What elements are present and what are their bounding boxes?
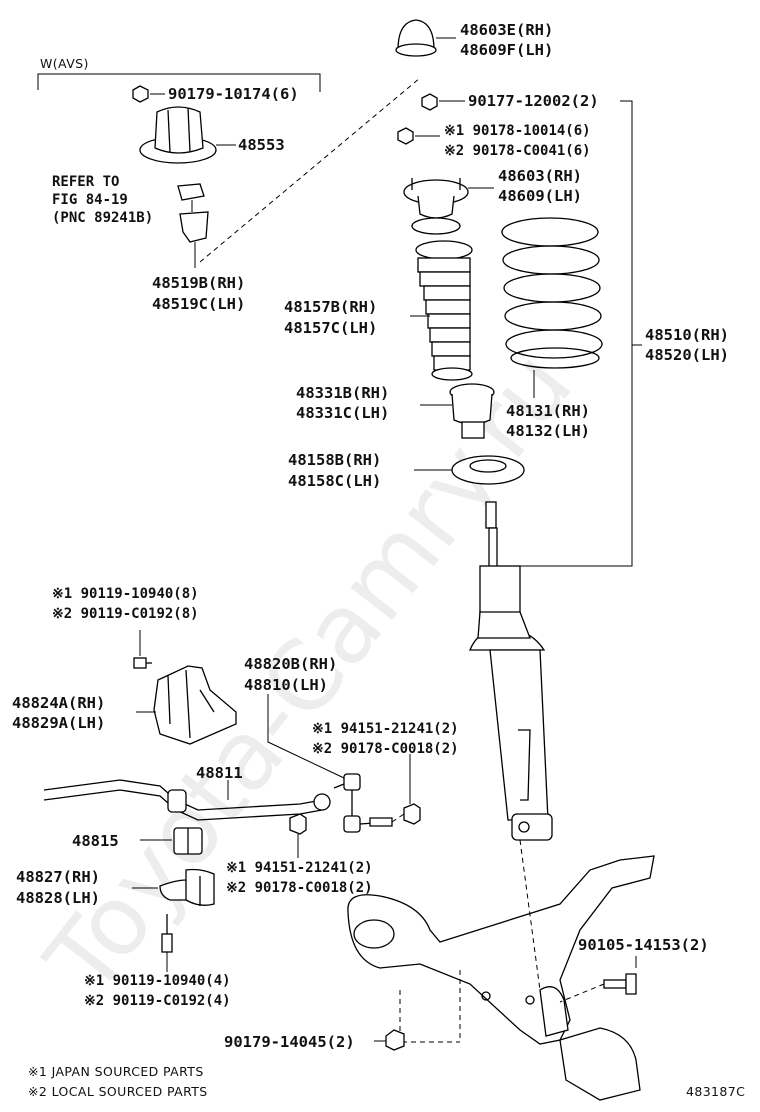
label-90119-10940-bottom[interactable]: ※1 90119-10940(4): [84, 973, 231, 989]
part-90119-10940-bolt-bottom[interactable]: [161, 914, 173, 972]
part-lower-arm[interactable]: [347, 839, 655, 1101]
w-avs-group: W(AVS): [37, 56, 321, 92]
part-48519-bracket[interactable]: [177, 183, 209, 268]
part-94151-nut-lower[interactable]: [289, 813, 307, 858]
label-48158C[interactable]: 48158C(LH): [288, 472, 381, 490]
part-94151-nut-upper[interactable]: [403, 754, 421, 825]
part-90179-10174-nut[interactable]: [132, 85, 165, 103]
part-90178-10014-nut[interactable]: [397, 127, 440, 145]
label-48603E[interactable]: 48603E(RH): [460, 21, 553, 39]
label-48609[interactable]: 48609(LH): [498, 187, 582, 205]
label-48827[interactable]: 48827(RH): [16, 868, 100, 886]
label-90177-12002[interactable]: 90177-12002(2): [468, 92, 599, 110]
refer-note: REFER TO FIG 84-19 (PNC 89241B): [52, 174, 153, 226]
bracket-48510: [500, 100, 633, 567]
label-48131[interactable]: 48131(RH): [506, 402, 590, 420]
label-48519B[interactable]: 48519B(RH): [152, 274, 245, 292]
label-90119-C0192-top[interactable]: ※2 90119-C0192(8): [52, 606, 199, 622]
part-48157-boot[interactable]: [410, 240, 473, 381]
part-90179-14045-nut[interactable]: [374, 1029, 405, 1051]
label-48553[interactable]: 48553: [238, 136, 285, 154]
part-48553-cover[interactable]: [139, 106, 236, 164]
part-48820B-link-rod[interactable]: [333, 773, 393, 833]
label-48828[interactable]: 48828(LH): [16, 889, 100, 907]
label-48829A[interactable]: 48829A(LH): [12, 714, 105, 732]
part-48158-spring-seat[interactable]: [414, 455, 525, 485]
part-48603-support[interactable]: [403, 178, 494, 235]
label-90179-14045[interactable]: 90179-14045(2): [224, 1033, 355, 1051]
label-90178-10014[interactable]: ※1 90178-10014(6): [444, 123, 591, 139]
label-94151-upper[interactable]: ※1 94151-21241(2): [312, 721, 459, 737]
label-48815[interactable]: 48815: [72, 832, 119, 850]
label-90178-C0041[interactable]: ※2 90178-C0041(6): [444, 143, 591, 159]
label-48158B[interactable]: 48158B(RH): [288, 451, 381, 469]
part-shock-absorber[interactable]: [469, 501, 553, 841]
part-48131-coil-spring[interactable]: [501, 217, 603, 398]
label-48520[interactable]: 48520(LH): [645, 346, 729, 364]
diagram-code: 483187C: [686, 1084, 745, 1099]
label-90119-C0192-bottom[interactable]: ※2 90119-C0192(4): [84, 993, 231, 1009]
label-90179-10174[interactable]: 90179-10174(6): [168, 85, 299, 103]
label-48157B[interactable]: 48157B(RH): [284, 298, 377, 316]
part-90119-10940-bolt-top[interactable]: [133, 630, 152, 669]
label-90178-C0018-upper[interactable]: ※2 90178-C0018(2): [312, 741, 459, 757]
part-48603E-cap[interactable]: [395, 19, 456, 57]
part-48815-bushing[interactable]: [140, 827, 203, 855]
w-avs-label: W(AVS): [40, 56, 89, 71]
label-94151-lower[interactable]: ※1 94151-21241(2): [226, 860, 373, 876]
part-90177-12002-nut[interactable]: [421, 93, 465, 111]
part-90105-14153-bolt[interactable]: [559, 956, 637, 1003]
refer-note-line-1: REFER TO: [52, 174, 119, 190]
label-48810[interactable]: 48810(LH): [244, 676, 328, 694]
part-48824A-bracket[interactable]: [136, 665, 237, 745]
label-48603[interactable]: 48603(RH): [498, 167, 582, 185]
refer-note-line-2: FIG 84-19: [52, 192, 128, 208]
label-48811[interactable]: 48811: [196, 764, 243, 782]
part-48331-bound-stopper[interactable]: [420, 383, 495, 439]
part-48827-bracket[interactable]: [132, 868, 215, 907]
label-48519C[interactable]: 48519C(LH): [152, 295, 245, 313]
label-48820B[interactable]: 48820B(RH): [244, 655, 337, 673]
label-90105-14153[interactable]: 90105-14153(2): [578, 936, 709, 954]
label-48132[interactable]: 48132(LH): [506, 422, 590, 440]
label-90119-10940-top[interactable]: ※1 90119-10940(8): [52, 586, 199, 602]
label-90178-C0018-lower[interactable]: ※2 90178-C0018(2): [226, 880, 373, 896]
label-48510[interactable]: 48510(RH): [645, 326, 729, 344]
refer-note-line-3: (PNC 89241B): [52, 210, 153, 226]
label-48824A[interactable]: 48824A(RH): [12, 694, 105, 712]
label-48157C[interactable]: 48157C(LH): [284, 319, 377, 337]
legend-local: ※2 LOCAL SOURCED PARTS: [28, 1084, 208, 1099]
legend-japan: ※1 JAPAN SOURCED PARTS: [28, 1064, 204, 1079]
label-48331C[interactable]: 48331C(LH): [296, 404, 389, 422]
label-48609F[interactable]: 48609F(LH): [460, 41, 553, 59]
label-48331B[interactable]: 48331B(RH): [296, 384, 389, 402]
